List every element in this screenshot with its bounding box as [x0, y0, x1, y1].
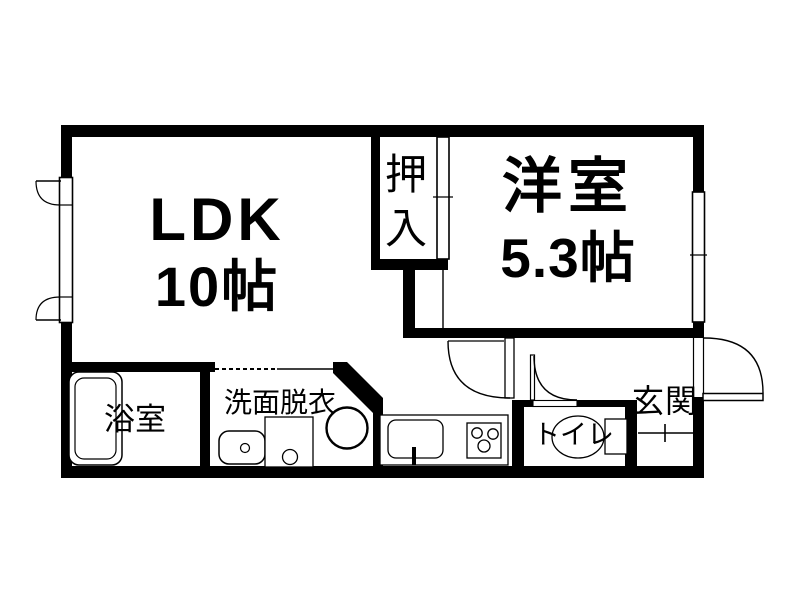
toilet-door-threshold [532, 399, 578, 408]
wall-toilet-right [625, 400, 637, 466]
wall-below-closet [403, 270, 415, 337]
stove-burner-2 [487, 428, 499, 440]
hall-door-leaf [504, 337, 515, 399]
round-appliance [325, 406, 369, 450]
entrance-door-arc [703, 337, 764, 394]
doors [447, 337, 764, 402]
pan-drain [281, 448, 299, 466]
label-toilet: トイレ [533, 420, 614, 450]
label-washroom: 洗面脱衣 [223, 387, 336, 418]
label-bathroom: 浴室 [104, 402, 166, 437]
wall-left-upper [61, 125, 72, 178]
wall-washroom-diagonal [333, 362, 383, 413]
wall-bathroom-top [61, 362, 215, 372]
hall-door-arc [447, 340, 511, 399]
wall-bottom [61, 466, 704, 478]
toilet-door-arc [533, 355, 578, 401]
wall-right-upper [693, 125, 704, 192]
boundary-lines [215, 270, 705, 442]
wall-right-lower [693, 397, 704, 478]
wall-toilet-left [512, 400, 524, 466]
label-ldk: LDK [149, 186, 285, 253]
wall-left-lower [61, 322, 72, 477]
wall-yoshitsu-bottom [403, 328, 704, 338]
wall-washroom-right [373, 403, 383, 466]
label-yoshitsu-size: 5.3帖 [500, 227, 636, 289]
wall-closet-left [371, 137, 380, 270]
wall-bathroom-right [200, 362, 210, 466]
wall-toilet-top-left [512, 400, 533, 407]
fixtures [68, 371, 628, 468]
wall-top [61, 125, 704, 137]
left-window-frame [58, 176, 74, 324]
stove-burner-1 [471, 427, 483, 439]
walls [61, 125, 704, 478]
label-oshiire: 押入 [384, 151, 427, 252]
label-yoshitsu: 洋室 [502, 153, 634, 220]
stove-burner-3 [477, 439, 491, 453]
toilet-tank [604, 418, 628, 455]
label-ldk-size: 10帖 [154, 255, 280, 318]
toilet-door-leaf [529, 354, 536, 401]
left-casement-arc-top [35, 180, 61, 206]
toilet-bowl [551, 415, 605, 459]
wall-closet-bottom [371, 259, 448, 270]
label-entrance: 玄関 [631, 383, 698, 419]
vanity-drain [239, 442, 251, 454]
wall-toilet-top-right [577, 400, 637, 407]
entrance-door-leaf [702, 392, 764, 402]
left-casement-arc-bottom [35, 296, 61, 321]
closet-sliding-door [436, 136, 450, 260]
windows [35, 136, 707, 324]
right-window-frame [691, 191, 706, 323]
bathtub-inner [74, 377, 117, 460]
